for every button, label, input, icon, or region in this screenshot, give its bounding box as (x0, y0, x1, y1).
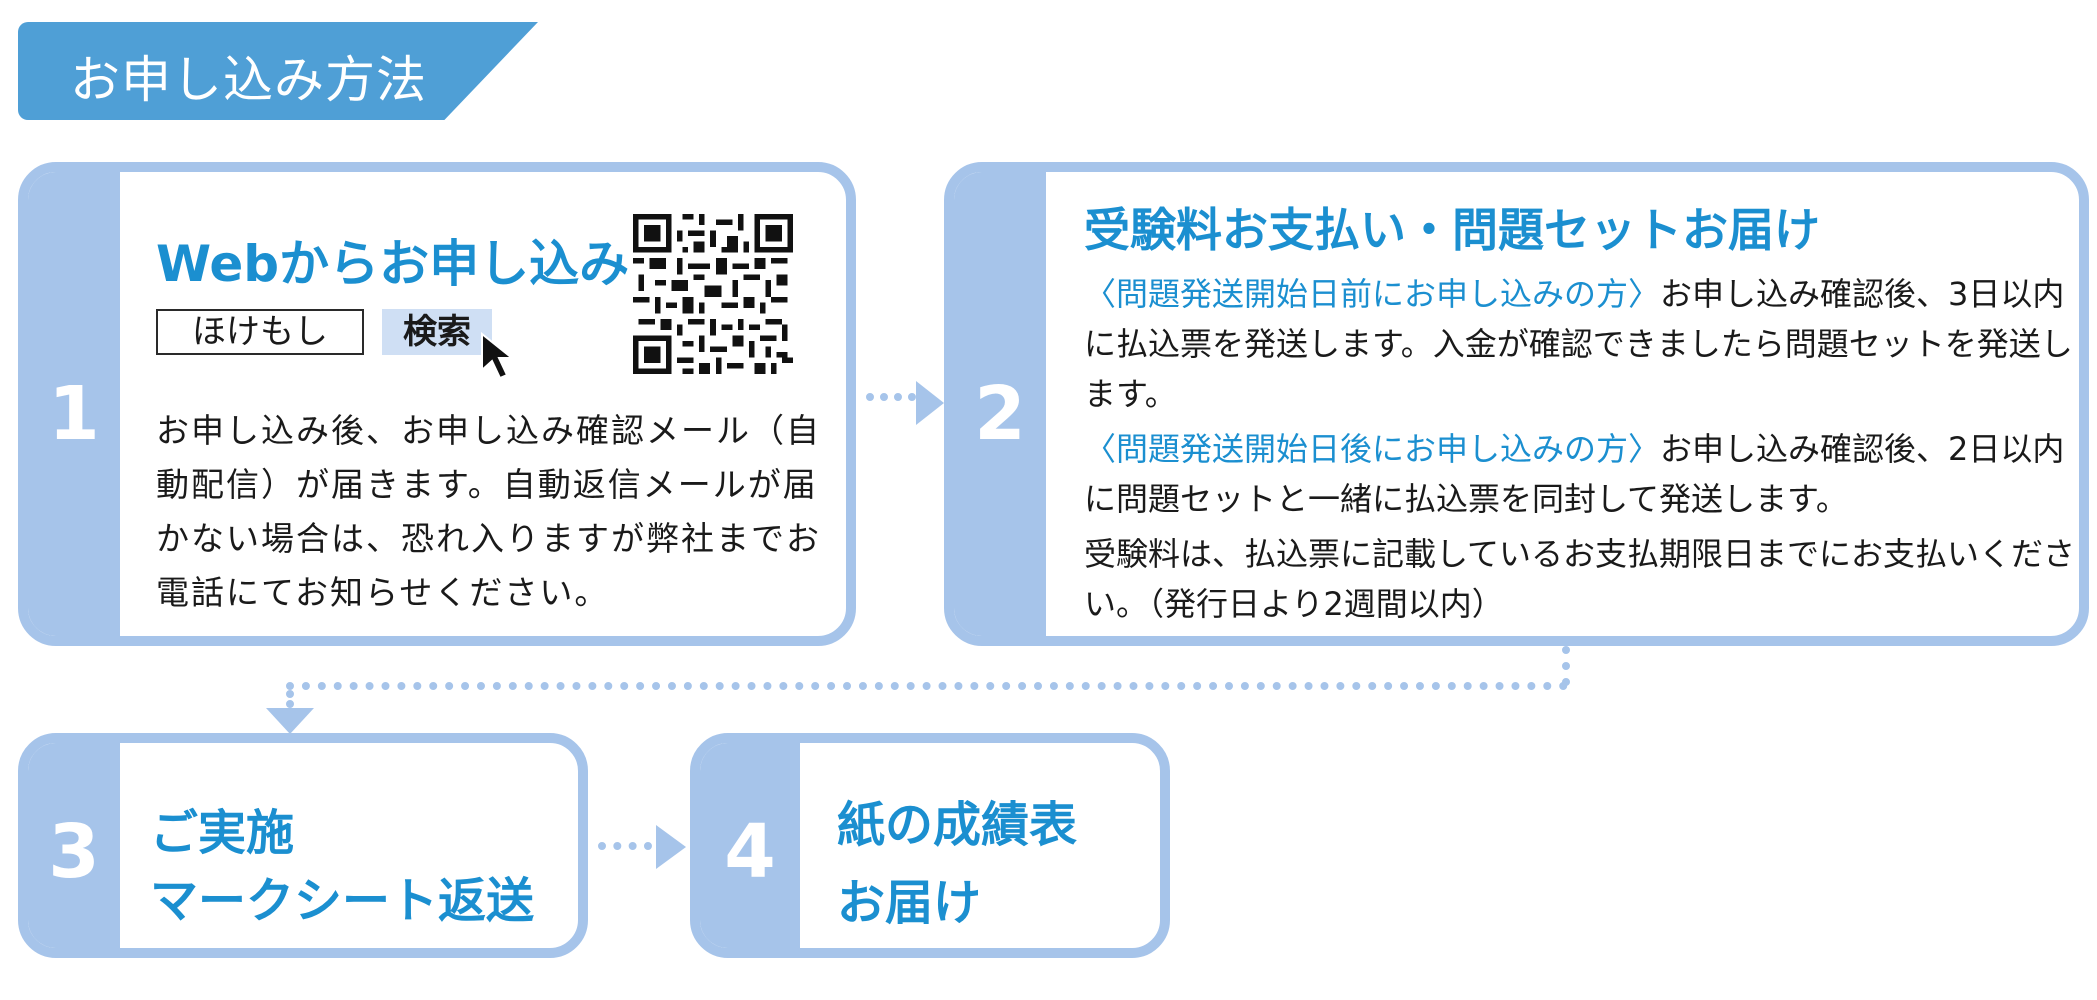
step-1-number: 1 (48, 371, 100, 457)
connector-dots-3-4 (598, 842, 652, 850)
step-4-box: 4 紙の成績表 お届け (690, 733, 1170, 958)
mouse-cursor-icon (481, 332, 515, 380)
step-2-payment-note: 受験料は、払込票に記載しているお支払期限日までにお支払いください。（発行日より2… (1084, 535, 2076, 623)
step-2-band: 2 (954, 172, 1046, 636)
step-2-paragraph-after: 〈問題発送開始日後にお申し込みの方〉お申し込み確認後、2日以内に問題セットと一緒… (1084, 424, 2079, 524)
connector-dots-2-3-vertical (286, 690, 294, 708)
step-2-number: 2 (974, 371, 1026, 457)
step-2-title: 受験料お支払い・問題セットお届け (1084, 203, 1820, 257)
step-2-box: 2 受験料お支払い・問題セットお届け 〈問題発送開始日前にお申し込みの方〉お申し… (944, 162, 2089, 646)
step-4-title-line-2: お届け (837, 875, 982, 931)
search-keyword-box: ほけもし (156, 309, 364, 355)
header-tab (18, 22, 538, 120)
search-button: 検索 (382, 309, 492, 355)
connector-dots-2-3-down (1562, 646, 1570, 686)
step-4-title-line-1: 紙の成績表 (837, 797, 1078, 853)
arrow-right-icon (916, 381, 944, 425)
step-4-band: 4 (700, 743, 800, 948)
step-1-title: Webからお申し込み (156, 235, 630, 293)
connector-dots-1-2 (866, 393, 916, 401)
qr-code-icon (633, 214, 793, 374)
step-1-box: 1 Webからお申し込み ほけもし 検索 お申し (18, 162, 856, 646)
step-4-number: 4 (724, 809, 776, 895)
step-1-description: お申し込み後、お申し込み確認メール（自動配信）が届きます。自動返信メールが届かな… (156, 411, 821, 612)
page-title: お申し込み方法 (70, 51, 427, 109)
condition-before-text: お申し込み確認後、3日以内に払込票を発送します。入金が確認できましたら問題セット… (1084, 275, 2073, 413)
step-3-band: 3 (28, 743, 120, 948)
connector-dots-2-3-horizontal (286, 682, 1568, 690)
condition-before-label: 〈問題発送開始日前にお申し込みの方〉 (1084, 275, 1661, 313)
arrow-down-icon (266, 708, 314, 734)
step-3-box: 3 ご実施 マークシート返送 (18, 733, 588, 958)
step-3-number: 3 (48, 809, 100, 895)
condition-after-label: 〈問題発送開始日後にお申し込みの方〉 (1084, 430, 1661, 468)
arrow-right-icon (656, 825, 686, 869)
step-3-title-line-2: マークシート返送 (150, 873, 535, 929)
step-1-band: 1 (28, 172, 120, 636)
condition-after-text: お申し込み確認後、2日以内に問題セットと一緒に払込票を同封して発送します。 (1084, 430, 2065, 518)
step-3-title-line-1: ご実施 (150, 805, 295, 861)
step-2-paragraph-before: 〈問題発送開始日前にお申し込みの方〉お申し込み確認後、3日以内に払込票を発送しま… (1084, 269, 2079, 419)
